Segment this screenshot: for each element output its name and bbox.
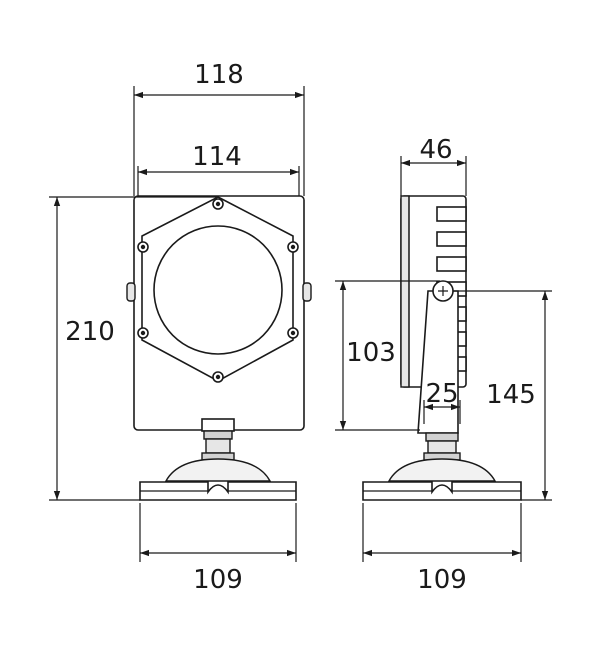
side-base-plate: [362, 481, 522, 501]
dim-label-109-front: 109: [193, 565, 243, 595]
dimension-front-total-height: 210: [49, 196, 218, 501]
dimension-front-outer-width: 118: [133, 60, 305, 196]
front-stem-top: [201, 418, 235, 432]
side-stem-collar: [425, 432, 459, 442]
front-view: [126, 195, 312, 501]
dim-label-25: 25: [425, 379, 458, 409]
dim-label-114: 114: [192, 142, 242, 172]
side-stem-body: [427, 440, 457, 454]
side-view: [362, 195, 522, 501]
front-base-plate: [139, 481, 297, 501]
dimension-front-base-width: 109: [139, 503, 297, 595]
dimension-side-stem-width: 25: [423, 379, 461, 424]
dimension-side-depth: 46: [400, 135, 467, 196]
front-right-knob: [302, 282, 312, 302]
front-screws: [137, 198, 299, 383]
dim-label-103: 103: [346, 338, 396, 368]
front-base-dome: [164, 458, 272, 482]
dimension-side-base-width: 109: [362, 503, 522, 595]
dim-label-145: 145: [486, 380, 536, 410]
dimension-side-pivot-height: 103: [335, 280, 440, 431]
dim-label-118: 118: [194, 60, 244, 90]
front-stem-body: [205, 438, 231, 454]
side-front-edge: [400, 195, 410, 388]
front-left-knob: [126, 282, 136, 302]
front-lens: [153, 225, 283, 355]
side-base-dome: [387, 458, 497, 482]
dimension-front-inner-width: 114: [137, 142, 300, 196]
dim-label-210: 210: [65, 317, 115, 347]
dim-label-46: 46: [419, 135, 452, 165]
front-stem-collar: [203, 430, 233, 440]
pivot-screw-icon: [438, 286, 448, 296]
dim-label-109-side: 109: [417, 565, 467, 595]
dimension-side-mount-height: 145: [453, 290, 552, 501]
